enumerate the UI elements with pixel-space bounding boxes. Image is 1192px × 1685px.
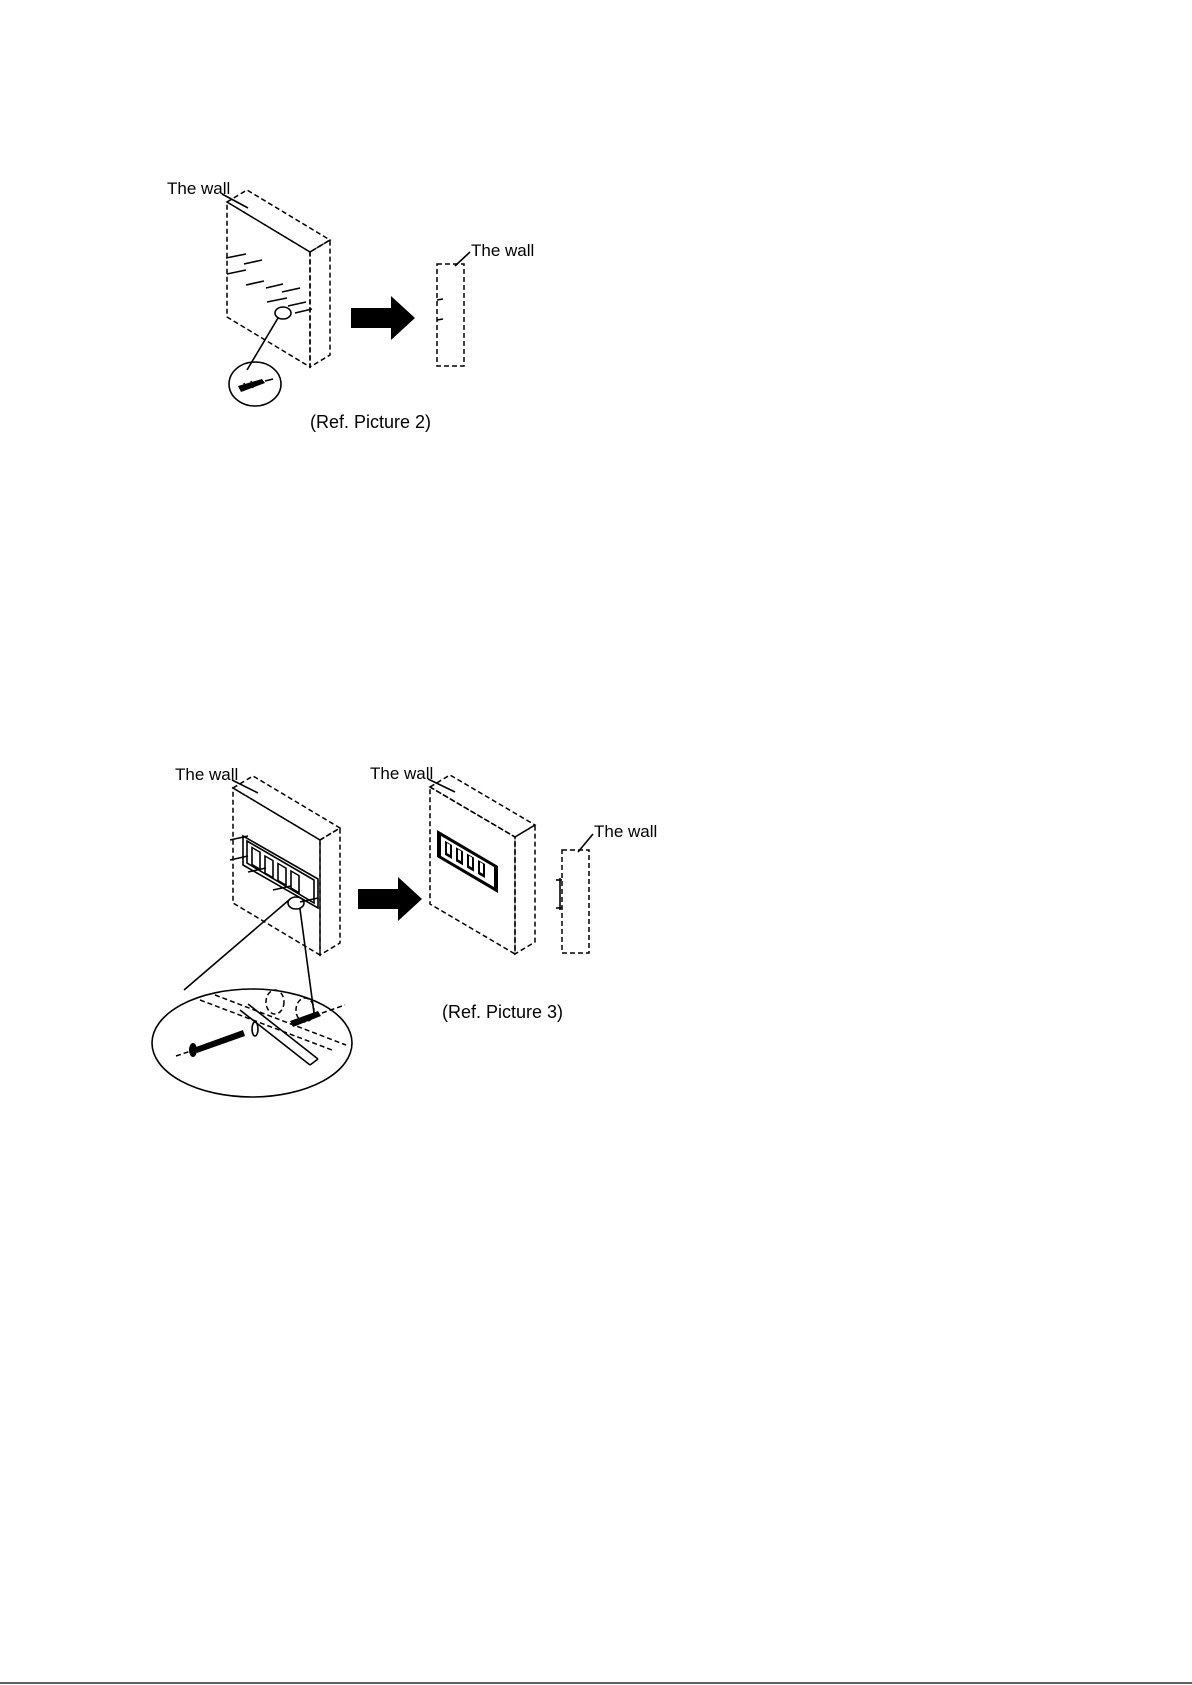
wall-label: The wall xyxy=(167,179,230,198)
wall-block-left xyxy=(227,190,330,367)
arrow-right-icon xyxy=(358,877,422,921)
drill-holes xyxy=(226,254,312,313)
figure-2: The wall The wall xyxy=(167,179,534,432)
wall-anchor-icon xyxy=(238,379,273,392)
figure-caption: (Ref. Picture 3) xyxy=(442,1002,563,1022)
leader-line xyxy=(222,194,248,208)
wall-label: The wall xyxy=(370,764,433,783)
wall-label: The wall xyxy=(175,765,238,784)
wall-block-left xyxy=(233,776,340,955)
screw-anchor-detail xyxy=(176,990,346,1065)
wall-bracket xyxy=(230,836,318,908)
detail-circle xyxy=(152,989,352,1097)
figure-caption: (Ref. Picture 2) xyxy=(310,412,431,432)
detail-marker xyxy=(275,307,291,319)
arrow-right-icon xyxy=(351,296,415,340)
figure-3: The wall xyxy=(152,764,657,1097)
leader-line xyxy=(184,900,289,990)
mounted-bracket xyxy=(437,830,498,893)
wall-side-view xyxy=(562,850,589,953)
leader-line xyxy=(578,834,593,852)
wall-label: The wall xyxy=(471,241,534,260)
wall-side-view xyxy=(437,264,464,366)
anchor-mark xyxy=(437,319,443,320)
wall-label: The wall xyxy=(594,822,657,841)
detail-marker xyxy=(288,897,304,909)
anchor-mark xyxy=(437,299,443,300)
